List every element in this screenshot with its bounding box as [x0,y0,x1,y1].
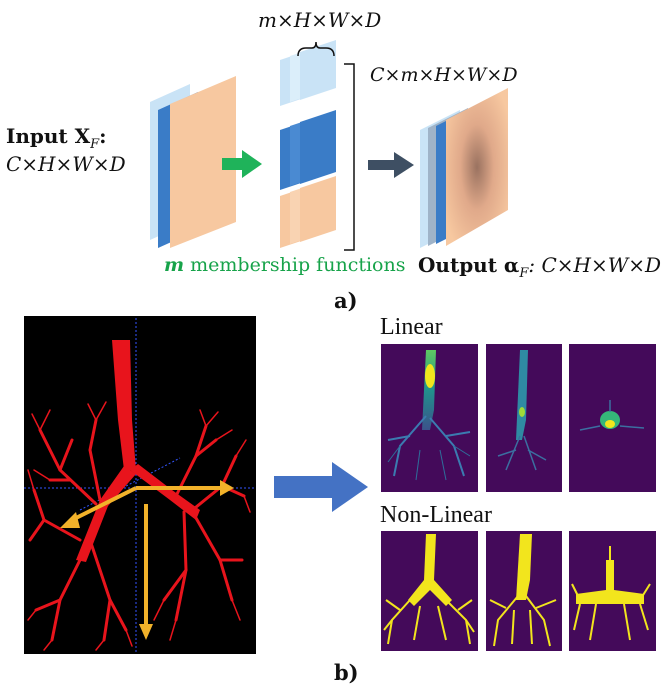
linear-image-1 [381,344,478,492]
input-label: Input XF: [6,124,107,152]
big-blue-arrow [274,462,368,512]
output-prefix: Output α [418,253,520,277]
membership-functions-label: m membership functions [164,254,405,276]
airway-3d-render [24,316,256,654]
panel-b-label: b) [334,660,359,685]
output-subscript: F [519,266,529,281]
right-bracket [344,63,355,251]
panel-a-label: a) [334,288,358,313]
input-prefix: Input X [6,124,91,148]
stacked-dims-label: C×m×H×W×D [370,64,518,86]
output-tensor-stack [420,88,508,248]
output-label: Output αF: C×H×W×D [418,253,661,281]
input-dims: C×H×W×D [6,152,126,176]
nonlinear-label: Non-Linear [380,502,492,528]
membership-function-stack [280,40,336,248]
nonlinear-image-2 [486,531,562,651]
green-arrow [222,150,262,178]
nonlinear-image-1 [381,531,478,651]
output-dims: : C×H×W×D [528,253,662,277]
input-colon: : [99,124,107,148]
nonlinear-image-3 [569,531,656,651]
input-tensor-stack [150,76,236,248]
membership-m: m [164,254,185,276]
input-subscript: F [90,137,100,152]
membership-dims-label: m×H×W×D [258,8,382,32]
linear-image-3 [569,344,656,492]
linear-label: Linear [380,314,443,340]
top-brace [297,41,335,57]
linear-image-2 [486,344,562,492]
dark-arrow [368,152,414,178]
membership-text: membership functions [184,254,406,276]
